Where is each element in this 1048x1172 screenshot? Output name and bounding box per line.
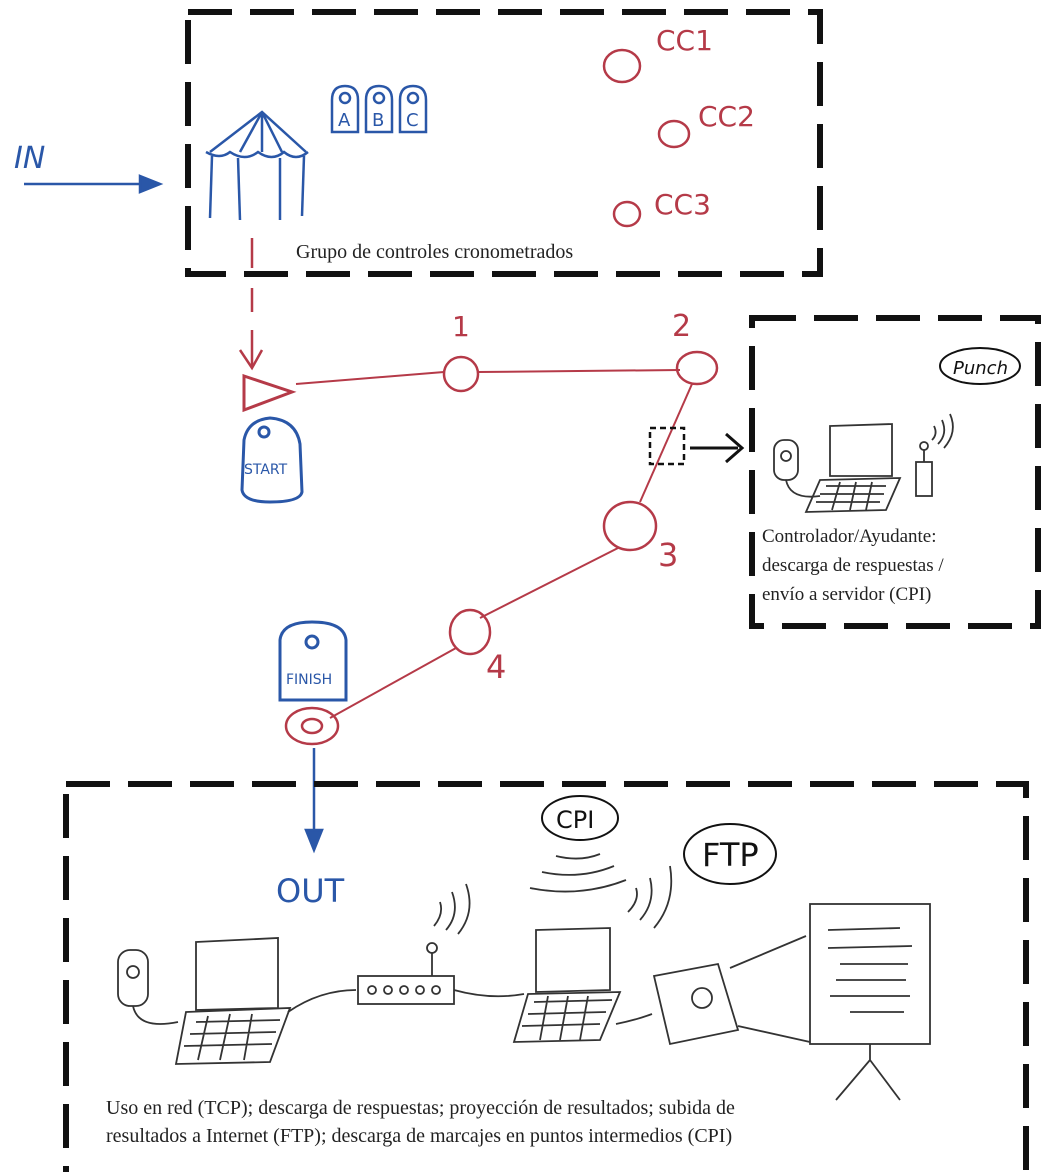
helper-box	[749, 315, 1041, 629]
helper-wifi-icon	[931, 413, 954, 449]
helper-laptop-icon	[829, 423, 893, 477]
finish-station-icon	[278, 620, 348, 702]
helper-caption: Controlador/Ayudante: descarga de respue…	[762, 522, 1032, 609]
out-label: OUT	[276, 872, 345, 910]
ftp-label: FTP	[702, 836, 759, 874]
helper-caption-line-2: descarga de respuestas /	[762, 555, 944, 576]
cpi-label: CPI	[556, 806, 594, 834]
station-a-label: A	[338, 110, 351, 131]
start-triangle-icon	[242, 373, 297, 413]
cpi-bubble	[541, 795, 619, 841]
network-caption: Uso en red (TCP); descarga de respuestas…	[106, 1094, 1006, 1150]
control-1-label: 1	[452, 310, 470, 343]
helper-reader-icon	[773, 439, 799, 481]
timed-controls	[602, 48, 691, 228]
course-controls	[284, 350, 719, 746]
timed-controls-caption: Grupo de controles cronometrados	[296, 241, 573, 263]
helper-devices	[773, 413, 954, 513]
network-screen-icon	[809, 903, 931, 1045]
tent-to-start-arrow	[238, 238, 264, 371]
station-c-label: C	[406, 110, 419, 131]
intermediate-station-icon	[648, 426, 686, 466]
network-projector-icon	[652, 962, 740, 1046]
tent-icon	[205, 110, 309, 221]
in-label: IN	[14, 141, 45, 176]
helper-arrow	[690, 432, 745, 464]
control-2-label: 2	[672, 309, 691, 344]
timed-controls-box	[185, 9, 823, 277]
network-caption-line-1: Uso en red (TCP); descarga de respuestas…	[106, 1097, 735, 1119]
out-arrow	[304, 748, 324, 854]
control-3-label: 3	[658, 536, 678, 574]
network-box	[63, 781, 1029, 1172]
helper-router-icon	[915, 461, 933, 497]
network-laptop-1-icon	[195, 937, 279, 1011]
start-station-icon	[240, 416, 304, 504]
punch-bubble	[939, 347, 1021, 385]
helper-caption-line-1: Controlador/Ayudante:	[762, 526, 937, 547]
network-laptop-2-icon	[535, 927, 611, 993]
network-caption-line-2: resultados a Internet (FTP); descarga de…	[106, 1125, 733, 1147]
in-arrow	[24, 174, 164, 194]
cc1-label: CC1	[656, 24, 713, 57]
network-wifi-icons	[433, 853, 673, 935]
cc3-label: CC3	[654, 188, 711, 221]
course-lines	[295, 369, 693, 719]
punch-label: Punch	[953, 358, 1008, 379]
station-abc-group	[330, 84, 428, 134]
finish-label: FINISH	[286, 672, 332, 688]
network-devices	[117, 903, 931, 1101]
cc2-label: CC2	[698, 100, 755, 133]
helper-caption-line-3: envío a servidor (CPI)	[762, 584, 932, 605]
station-b-label: B	[372, 110, 384, 131]
control-4-label: 4	[486, 648, 506, 686]
ftp-bubble	[683, 823, 777, 885]
start-label: START	[244, 462, 288, 478]
